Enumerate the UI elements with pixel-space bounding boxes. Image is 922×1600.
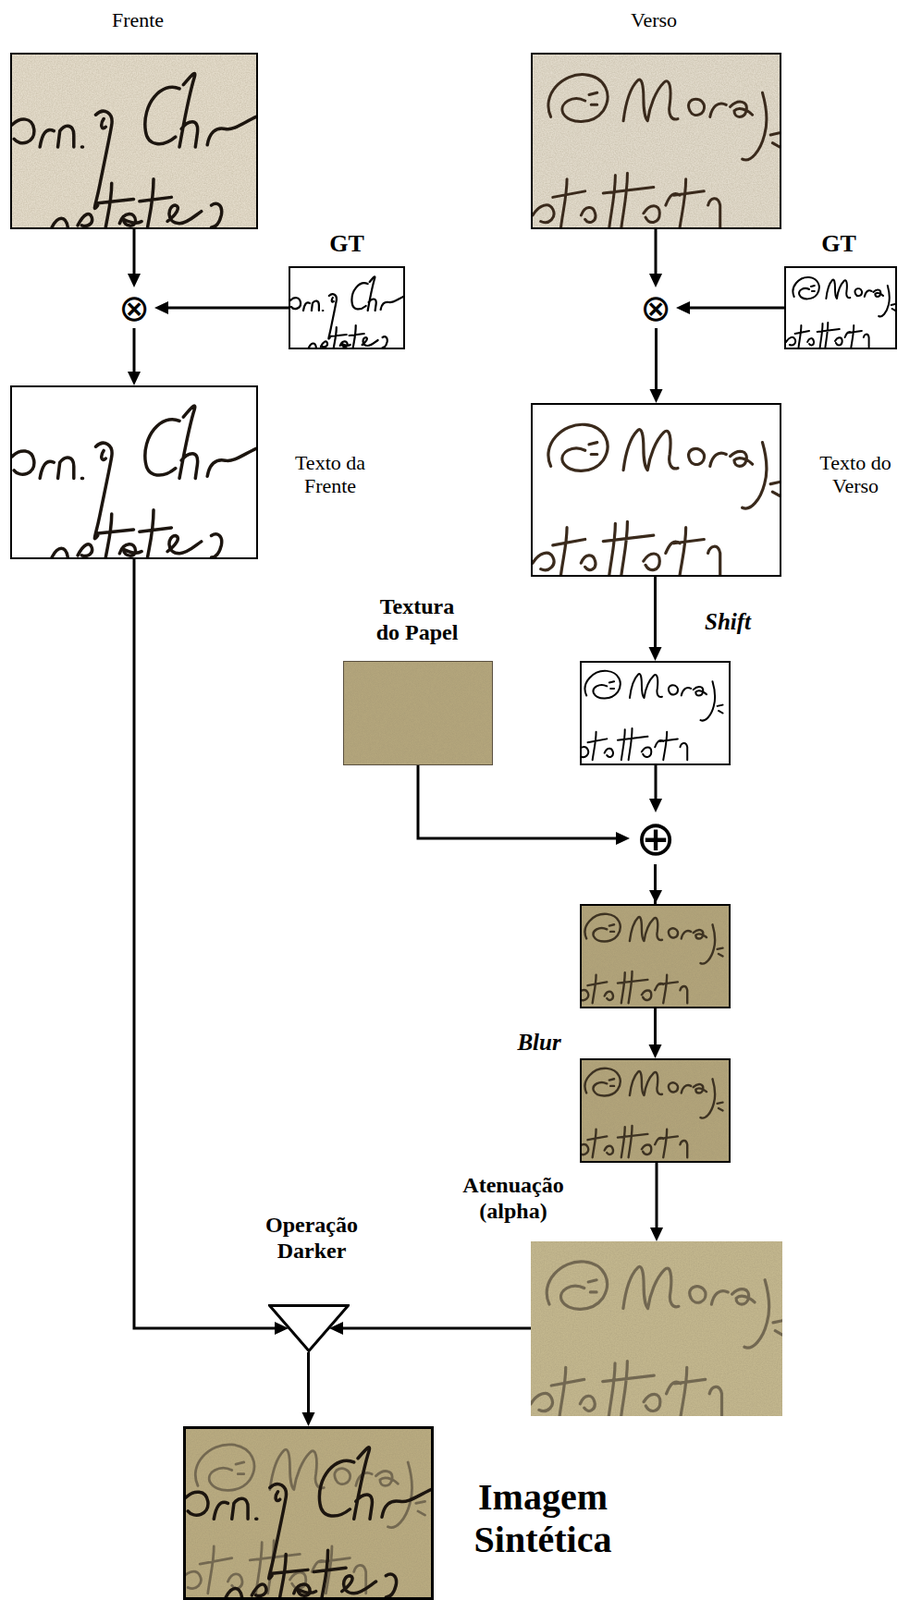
connector-line: [654, 765, 658, 802]
connector-line: [134, 559, 278, 1329]
arrowhead: [302, 1413, 316, 1427]
arrowhead: [676, 301, 690, 315]
arrowhead: [650, 389, 664, 404]
node-label: Blur: [516, 1030, 561, 1058]
multiply-operator: ⊗: [113, 287, 155, 329]
handwriting-image: [12, 54, 257, 228]
connector-line: [165, 307, 289, 310]
node-label: Texto do Verso: [809, 451, 902, 499]
connector-arrow: [650, 1163, 664, 1242]
node-label: GT: [329, 230, 365, 259]
node-label: Textura do Papel: [368, 594, 467, 646]
arrowhead-shape: [649, 890, 663, 904]
textured-image: [579, 904, 731, 1009]
node-label: Frente: [111, 8, 164, 32]
arrowhead: [649, 799, 663, 813]
connector-arrow: [302, 1352, 316, 1427]
arrowhead: [127, 273, 141, 288]
operator-symbol: ⊕: [635, 814, 677, 863]
connector-arrow: [649, 765, 663, 813]
connector-line: [340, 1327, 531, 1331]
arrowhead: [649, 1044, 663, 1059]
handwriting-image: [12, 387, 257, 558]
synthetic-image: Imagem Sintética: [183, 1426, 434, 1600]
triangle-outline: [268, 1304, 350, 1353]
connector-line: [687, 307, 785, 310]
connector-arrow: [127, 328, 141, 386]
handwriting-image: [786, 268, 896, 348]
arrowhead: [154, 301, 169, 315]
node-label: Operação Darker: [246, 1213, 377, 1265]
connector-line: [653, 577, 657, 651]
source-image: Frente: [10, 52, 259, 230]
add-operator: ⊕: [629, 812, 682, 865]
connector-arrow: [650, 328, 664, 404]
handwriting-image: [581, 906, 729, 1008]
ground-truth-image: GT: [784, 266, 898, 350]
handwriting-image: [185, 1429, 431, 1599]
connector-arrow: [649, 577, 663, 662]
attenuated-image: Atenuação (alpha): [530, 1241, 783, 1417]
connector-line: [655, 1163, 659, 1231]
blurred-image: Blur: [579, 1058, 731, 1164]
connector-line: [654, 229, 658, 277]
handwriting-image: [532, 405, 780, 576]
text-image: Texto da Frente: [10, 385, 259, 560]
connector-arrow: [134, 559, 289, 1336]
node-label: Atenuação (alpha): [448, 1173, 578, 1225]
connector-arrow: [154, 301, 289, 315]
node-label: Shift: [704, 609, 751, 637]
connector-line: [133, 229, 136, 277]
connector-line: [417, 765, 619, 839]
connector-arrow: [676, 301, 785, 315]
node-label: Texto da Frente: [283, 451, 377, 499]
ground-truth-image: GT: [288, 266, 406, 350]
source-image: Verso: [530, 52, 782, 230]
multiply-operator: ⊗: [635, 287, 677, 329]
operator-symbol: ⊗: [118, 289, 150, 327]
text-image: Texto do Verso: [530, 403, 782, 578]
handwriting-image: [581, 1060, 729, 1162]
connector-arrow: [127, 229, 141, 288]
connector-arrow: [649, 229, 663, 288]
node-label: Imagem Sintética: [445, 1476, 640, 1562]
handwriting-image: [532, 54, 780, 228]
connector-line: [133, 328, 136, 375]
arrowhead: [127, 371, 141, 386]
shifted-image: Shift: [579, 661, 731, 766]
arrowhead: [649, 273, 663, 288]
handwriting-image: [290, 268, 404, 348]
arrowhead: [615, 832, 630, 846]
connector-line: [654, 328, 658, 393]
paper-texture: Textura do Papel: [343, 661, 493, 766]
connector-line: [307, 1352, 310, 1416]
node-label: GT: [821, 230, 857, 259]
node-label: Verso: [630, 8, 677, 32]
connector-arrow: [417, 765, 630, 846]
handwriting-image: [581, 663, 729, 764]
connector-arrow: [329, 1322, 531, 1336]
arrowhead: [650, 1228, 664, 1242]
darker-operator: Operação Darker: [268, 1304, 350, 1353]
arrowhead: [649, 647, 663, 662]
operator-symbol: ⊗: [639, 289, 672, 327]
handwriting-image: [530, 1241, 783, 1417]
handwriting-image: [344, 662, 492, 765]
